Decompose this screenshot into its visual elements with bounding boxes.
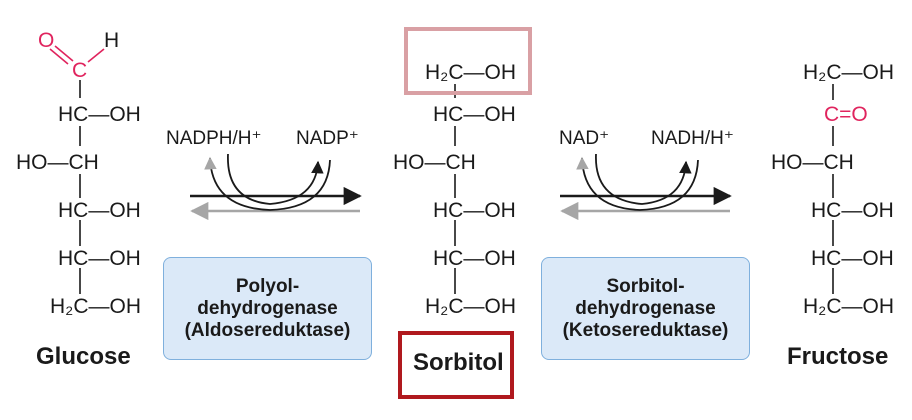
- cofactor-arc-2: [595, 153, 692, 205]
- glucose-carbonyl-bond: [49, 48, 69, 65]
- glucose-c1-carbon: C: [72, 59, 87, 82]
- sorbitol-row-3: HO—CH: [393, 151, 476, 174]
- sorbitol-structure: H₂C—OH HC—OH HO—CH HC—OH HC—OH H₂C—OH: [393, 61, 516, 318]
- sorbitol-label: Sorbitol: [413, 349, 504, 376]
- fructose-structure: H₂C—OH C=O HO—CH HC—OH HC—OH H₂C—OH: [771, 61, 894, 318]
- sorbitol-name-highlight: [398, 331, 514, 399]
- glucose-c1-hydrogen: H: [104, 29, 119, 52]
- glucose-row-4: HC—OH: [58, 199, 141, 222]
- enzyme-2-line-3: (Ketosereduktase): [562, 319, 729, 341]
- sorbitol-row-1: H₂C—OH: [425, 61, 516, 84]
- enzyme-2-line-1: Sorbitol-: [606, 275, 685, 297]
- reaction-2-cofactor-in: NAD⁺: [559, 128, 609, 149]
- enzyme-1-line-3: (Aldosereduktase): [184, 319, 351, 341]
- glucose-row-2: HC—OH: [58, 103, 141, 126]
- fructose-row-1: H₂C—OH: [803, 61, 894, 84]
- glucose-row-6: H₂C—OH: [50, 295, 141, 318]
- reaction-2-cofactor-out: NADH/H⁺: [651, 128, 734, 149]
- sorbitol-row-5: HC—OH: [433, 247, 516, 270]
- reaction-1-cofactor-in: NADPH/H⁺: [166, 128, 262, 149]
- fructose-row-4: HC—OH: [811, 199, 894, 222]
- fructose-row-5: HC—OH: [811, 247, 894, 270]
- enzyme-2-line-2: dehydrogenase: [575, 297, 716, 319]
- enzyme-box-sorbitol-dehydrogenase: Sorbitol- dehydrogenase (Ketosereduktase…: [541, 257, 750, 360]
- cofactor-reverse-arc-1: [204, 156, 331, 211]
- fructose-row-3: HO—CH: [771, 151, 854, 174]
- glucose-label: Glucose: [36, 343, 131, 370]
- sorbitol-ch2oh-highlight: [404, 27, 532, 95]
- cofactor-arc-1: [227, 153, 324, 205]
- glucose-ch-bond: [87, 48, 105, 63]
- reaction-1-arrows: NADPH/H⁺ NADP⁺: [166, 128, 362, 221]
- cofactor-reverse-arc-2: [576, 156, 699, 211]
- glucose-carbonyl-bond: [54, 45, 74, 62]
- sorbitol-row-6: H₂C—OH: [425, 295, 516, 318]
- enzyme-box-polyol-dehydrogenase: Polyol- dehydrogenase (Aldosereduktase): [163, 257, 372, 360]
- sorbitol-row-4: HC—OH: [433, 199, 516, 222]
- sorbitol-row-2: HC—OH: [433, 103, 516, 126]
- fructose-label: Fructose: [787, 343, 889, 370]
- enzyme-1-line-2: dehydrogenase: [197, 297, 338, 319]
- glucose-row-3: HO—CH: [16, 151, 99, 174]
- fructose-row-2-keto: C=O: [824, 103, 868, 126]
- reaction-2-arrows: NAD⁺ NADH/H⁺: [559, 128, 734, 221]
- reaction-1-cofactor-out: NADP⁺: [296, 128, 359, 149]
- glucose-row-5: HC—OH: [58, 247, 141, 270]
- fructose-row-6: H₂C—OH: [803, 295, 894, 318]
- enzyme-1-line-1: Polyol-: [235, 275, 300, 297]
- glucose-structure: O C H HC—OH HO—CH HC—OH HC—OH H₂C—OH: [16, 29, 141, 318]
- glucose-c1-oxygen: O: [38, 29, 54, 52]
